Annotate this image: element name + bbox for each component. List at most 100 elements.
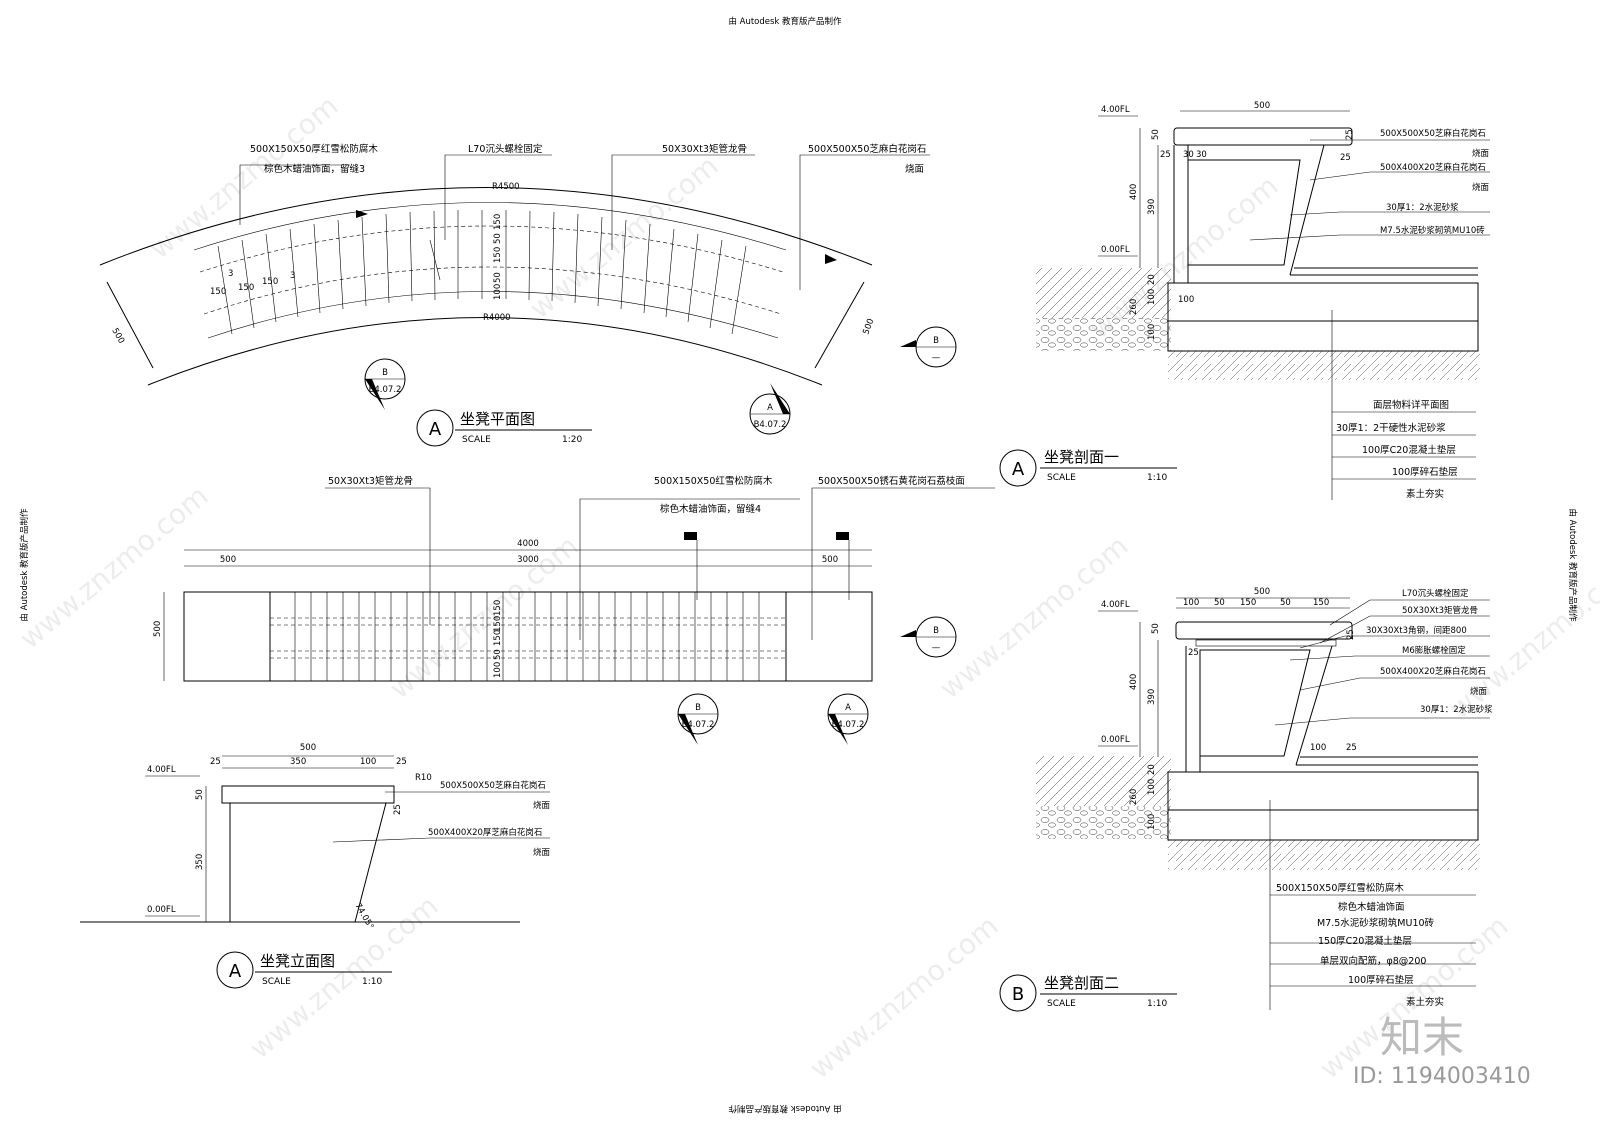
elev-dim-25r: 25 xyxy=(396,757,407,767)
elev-scale-label: SCALE xyxy=(262,977,291,987)
s1-leader-4 xyxy=(1249,234,1490,241)
long-plan-outline xyxy=(183,591,873,682)
s2-base-1: 500X150X50厚红雪松防腐木 xyxy=(1276,882,1404,894)
plan-flag-2 xyxy=(825,254,837,272)
s1-dim-20: 20 xyxy=(1147,274,1157,285)
s1-dim-25a: 25 xyxy=(1160,150,1171,160)
s2-dim-150b: 150 xyxy=(1313,598,1329,608)
elev-angle: 74.05° xyxy=(352,902,375,932)
plan-joist-2 xyxy=(203,266,782,315)
plan-label-wood-finish: 棕色木蜡油饰面，留缝3 xyxy=(264,163,365,175)
autodesk-watermark-top: 由 Autodesk 教育版产品制作 xyxy=(728,16,842,27)
leader-elev-2 xyxy=(332,837,550,843)
svg-text:—: — xyxy=(932,353,941,363)
dim-plan-right: 500 xyxy=(861,317,876,336)
elev-dim-25: 25 xyxy=(210,757,221,767)
s2-dim-20: 20 xyxy=(1147,764,1157,775)
s1-base-3: 100厚C20混凝土垫层 xyxy=(1362,444,1456,456)
section-tag-b-long: B B4.07.2 xyxy=(677,693,719,745)
s2-dim-25a: 25 xyxy=(1346,629,1356,640)
s1-label-4: 烧面 xyxy=(1472,182,1490,193)
plan-title: 坐凳平面图 xyxy=(460,410,535,428)
dim-slat-2: 150 xyxy=(238,283,254,293)
s2-label-5: 500X400X20芝麻白花岗石 xyxy=(1380,666,1486,677)
s1-dim-25b: 25 xyxy=(1345,129,1355,140)
plan-scale: 1:20 xyxy=(562,435,582,445)
dim-slat-1: 150 xyxy=(210,287,226,297)
s2-base-2: 棕色木蜡油饰面 xyxy=(1338,901,1405,913)
elev-level-bottom: 0.00FL xyxy=(147,905,176,915)
dim-plan-v2: 50 xyxy=(493,272,503,283)
plan-label-granite: 500X500X50芝麻白花岗石 xyxy=(808,143,926,155)
s2-title: 坐凳剖面二 xyxy=(1044,974,1119,992)
s1-level-bottom: 0.00FL xyxy=(1101,245,1130,255)
plan-joist-1 xyxy=(199,225,784,273)
dim-long-v5: 150 xyxy=(493,616,503,632)
s2-label-7: 30厚1：2水泥砂浆 xyxy=(1420,704,1493,715)
s1-soil xyxy=(1168,351,1480,380)
s1-label-1: 500X500X50芝麻白花岗石 xyxy=(1380,128,1486,139)
dim-plan-v3: 150 xyxy=(493,247,503,263)
plan-end-lines xyxy=(106,281,865,369)
autodesk-watermark-bottom: 由 Autodesk 教育版产品制作 xyxy=(728,1103,842,1114)
svg-text:B4.07.2: B4.07.2 xyxy=(369,385,402,395)
plan-label-bolt: L70沉头螺栓固定 xyxy=(468,143,543,155)
elev-dim-100: 100 xyxy=(360,757,376,767)
s2-leader-6 xyxy=(1274,717,1490,726)
svg-text:B: B xyxy=(933,626,939,636)
plan-flag-1 xyxy=(356,210,368,228)
dim-500-left: 500 xyxy=(220,555,236,565)
elev-title-mark xyxy=(216,951,254,989)
long-label-tube: 50X30Xt3矩管龙骨 xyxy=(328,475,413,487)
elev-label-3: 500X400X20厚芝麻白花岗石 xyxy=(428,827,542,838)
leader-plan-2 xyxy=(444,154,552,240)
s1-dim-25c: 25 xyxy=(1340,153,1351,163)
s1-stone-left xyxy=(1036,318,1171,351)
s1-dim-500: 500 xyxy=(1254,101,1270,111)
elev-level-top: 4.00FL xyxy=(147,765,176,775)
leader-plan-1 xyxy=(239,164,350,225)
leader-plan-4 xyxy=(799,154,930,290)
long-label-wood: 500X150X50红雪松防腐木 xyxy=(654,475,773,487)
dim-r4000: R4000 xyxy=(483,313,511,323)
s2-leader-1 xyxy=(1329,599,1490,626)
long-plan-view: 4000 500 3000 500 500 150 150 50 100 150… xyxy=(153,475,995,745)
brand-logo: 知末 xyxy=(1380,1013,1464,1062)
s1-leader-3 xyxy=(1289,211,1490,216)
elevation-view: 500 25 350 100 25 R10 50 25 350 74.05° 4… xyxy=(80,743,551,989)
s2-leader-2 xyxy=(1319,615,1490,644)
s2-dim-100: 100 xyxy=(1183,598,1199,608)
s1-base-2: 30厚1：2干硬性水泥砂浆 xyxy=(1336,422,1446,434)
elev-dim-500: 500 xyxy=(300,743,316,753)
s1-dim-400: 400 xyxy=(1129,184,1139,200)
dim-long-v4: 100 xyxy=(493,662,503,678)
site-watermark: www.znzmo.com xyxy=(383,529,584,705)
plan-title-letter: A xyxy=(429,419,442,440)
section-tag-a-plan: A B4.07.2 xyxy=(749,383,791,435)
svg-text:B: B xyxy=(382,368,388,378)
elev-label-4: 烧面 xyxy=(533,847,551,858)
dim-long-v1: 150 xyxy=(493,600,503,616)
s2-dim-100c: 100 xyxy=(1147,779,1157,795)
s2-dim-25b: 25 xyxy=(1188,648,1199,658)
plan-view: R4500 R4000 500 500 150 150 150 3 3 100 … xyxy=(99,143,957,447)
elev-title-letter: A xyxy=(229,961,242,982)
s1-dim-100c: 100 xyxy=(1178,295,1194,305)
elev-dim-350: 350 xyxy=(290,757,306,767)
svg-text:B: B xyxy=(933,336,939,346)
elev-label-2: 烧面 xyxy=(533,800,551,811)
long-label-wood-finish: 棕色木蜡油饰面，留缝4 xyxy=(660,503,761,515)
svg-text:—: — xyxy=(932,643,941,653)
s1-title-mark xyxy=(999,449,1037,487)
svg-text:B4.07.2: B4.07.2 xyxy=(832,720,865,730)
s2-label-1: L70沉头螺栓固定 xyxy=(1402,588,1469,599)
leader-long-1 xyxy=(325,487,431,625)
plan-outer-arc xyxy=(99,187,873,266)
s2-dim-500: 500 xyxy=(1254,587,1270,597)
s2-label-2: 50X30Xt3矩管龙骨 xyxy=(1402,605,1478,616)
section-1-view: 500 50 25 25 30 30 25 400 390 20 100 260… xyxy=(999,101,1490,500)
section-tag-a-long: A B4.07.2 xyxy=(827,693,869,745)
s2-leader-3 xyxy=(1299,635,1490,649)
s1-dim-50: 50 xyxy=(1151,129,1161,140)
long-plan-slats xyxy=(294,592,760,681)
